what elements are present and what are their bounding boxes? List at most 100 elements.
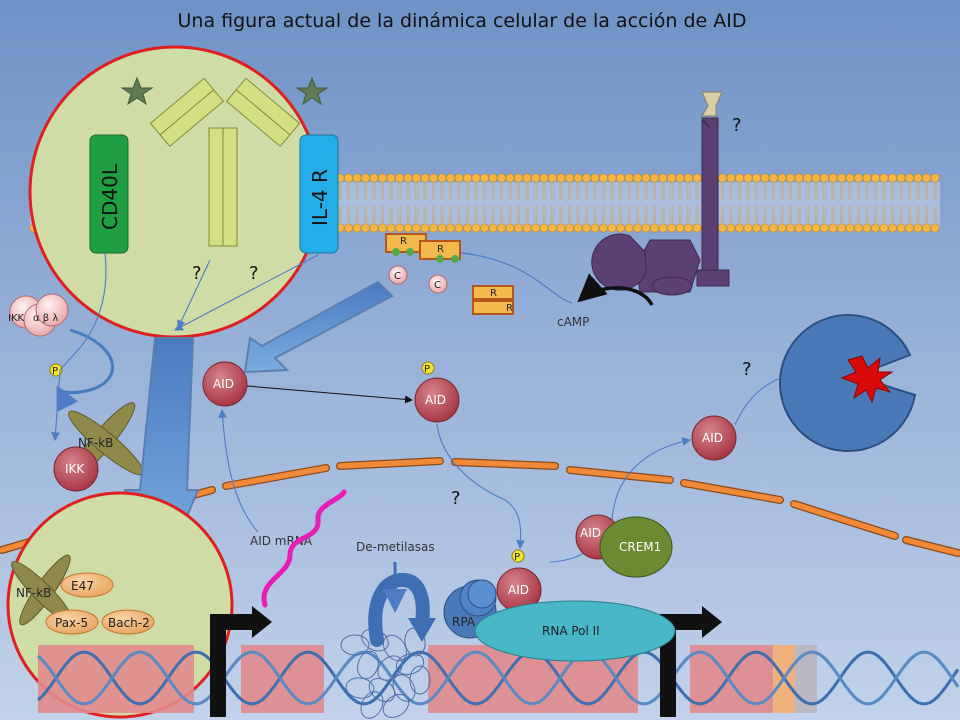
lipid-head bbox=[811, 173, 821, 183]
question-mark-left-2: ? bbox=[249, 263, 259, 284]
pka-subunits: R R C C R R bbox=[385, 233, 514, 315]
lipid-head bbox=[794, 223, 804, 233]
lipid-head bbox=[904, 173, 914, 183]
aid-crem-label: AID bbox=[580, 526, 601, 540]
lipid-head bbox=[522, 173, 532, 183]
lipid-head bbox=[811, 223, 821, 233]
lipid-head bbox=[743, 223, 753, 233]
lipid-head bbox=[751, 223, 761, 233]
rna-pol-ii-node bbox=[474, 600, 676, 662]
lipid-head bbox=[394, 173, 404, 183]
lipid-head bbox=[794, 173, 804, 183]
lipid-head bbox=[717, 173, 727, 183]
lipid-head bbox=[411, 223, 421, 233]
lipid-head bbox=[590, 173, 600, 183]
camp-label: cAMP bbox=[557, 315, 589, 329]
lipid-head bbox=[394, 223, 404, 233]
lipid-head bbox=[921, 223, 931, 233]
lipid-head bbox=[675, 173, 685, 183]
lipid-head bbox=[675, 223, 685, 233]
lipid-head bbox=[479, 173, 489, 183]
r-subunit-1-label: R bbox=[400, 236, 407, 247]
lipid-head bbox=[785, 223, 795, 233]
rpa-label: RPA bbox=[452, 615, 476, 629]
phosphate-center-label: P bbox=[424, 364, 430, 375]
crem1-node bbox=[599, 516, 673, 578]
lipid-head bbox=[870, 173, 880, 183]
lipid-head bbox=[522, 223, 532, 233]
envelope-segment bbox=[903, 537, 960, 556]
lipid-head bbox=[539, 173, 549, 183]
transcription-arrow-icon bbox=[210, 606, 272, 717]
diagram-title: Una figura actual de la dinámica celular… bbox=[178, 10, 747, 32]
lipid-head bbox=[853, 173, 863, 183]
lipid-head bbox=[658, 223, 668, 233]
r-subunit-4-label: R bbox=[506, 303, 513, 314]
lipid-head bbox=[420, 173, 430, 183]
lipid-head bbox=[836, 173, 846, 183]
lipid-head bbox=[845, 173, 855, 183]
lipid-head bbox=[777, 223, 787, 233]
lipid-head bbox=[734, 173, 744, 183]
curved-arrow-icon bbox=[577, 273, 654, 306]
question-mark-top-right: ? bbox=[732, 115, 742, 136]
lipid-head bbox=[488, 173, 498, 183]
lipid-head bbox=[692, 173, 702, 183]
lipid-head bbox=[819, 173, 829, 183]
nfkb-top-label: NF-kB bbox=[78, 436, 113, 450]
lipid-head bbox=[573, 173, 583, 183]
lipid-head bbox=[505, 223, 515, 233]
lipid-head bbox=[454, 223, 464, 233]
lipid-head bbox=[556, 173, 566, 183]
lipid-head bbox=[590, 223, 600, 233]
envelope-segment bbox=[223, 465, 329, 489]
lipid-head bbox=[887, 173, 897, 183]
ikk-complex: IKK α β λ bbox=[8, 293, 69, 337]
lipid-head bbox=[428, 223, 438, 233]
receptor-zoom-circle bbox=[28, 45, 322, 339]
nfkb-bottom-label: NF-kB bbox=[16, 586, 51, 600]
lipid-head bbox=[437, 173, 447, 183]
lipid-head bbox=[352, 173, 362, 183]
lipid-head bbox=[607, 223, 617, 233]
chromatin-loop bbox=[345, 677, 375, 699]
lipid-head bbox=[930, 223, 940, 233]
bach2-node bbox=[101, 609, 155, 635]
il4r-label: IL-4 R bbox=[308, 169, 332, 226]
lipid-head bbox=[615, 173, 625, 183]
lipid-head bbox=[896, 223, 906, 233]
lipid-head bbox=[369, 223, 379, 233]
ikk-complex-label: IKK bbox=[8, 313, 25, 324]
proteasome-pacman bbox=[779, 314, 917, 453]
crem1-label: CREM1 bbox=[619, 540, 661, 554]
lipid-head bbox=[581, 223, 591, 233]
lipid-head bbox=[760, 173, 770, 183]
lipid-head bbox=[692, 223, 702, 233]
lipid-head bbox=[360, 173, 370, 183]
lipid-head bbox=[428, 173, 438, 183]
lipid-head bbox=[462, 223, 472, 233]
ikk-greek-label: α β λ bbox=[33, 313, 58, 324]
lipid-head bbox=[420, 223, 430, 233]
chromatin-loop bbox=[360, 691, 384, 719]
lipid-head bbox=[819, 223, 829, 233]
lipid-head bbox=[403, 173, 413, 183]
chromatin-loop bbox=[409, 665, 431, 695]
lipid-head bbox=[666, 223, 676, 233]
envelope-segment bbox=[337, 458, 443, 469]
r-subunit-2-label: R bbox=[437, 244, 444, 255]
envelope-segment bbox=[681, 480, 783, 503]
star-icon bbox=[295, 76, 329, 106]
lipid-head bbox=[386, 173, 396, 183]
phosphate-left-label: P bbox=[52, 366, 58, 377]
lipid-head bbox=[360, 223, 370, 233]
lipid-head bbox=[454, 173, 464, 183]
envelope-segment bbox=[567, 467, 673, 483]
lipid-head bbox=[649, 223, 659, 233]
chromatin-loop bbox=[395, 653, 425, 675]
aid-center-label: AID bbox=[425, 393, 446, 407]
lipid-head bbox=[913, 173, 923, 183]
envelope-segment bbox=[791, 501, 898, 539]
lipid-head bbox=[471, 223, 481, 233]
lipid-head bbox=[377, 223, 387, 233]
